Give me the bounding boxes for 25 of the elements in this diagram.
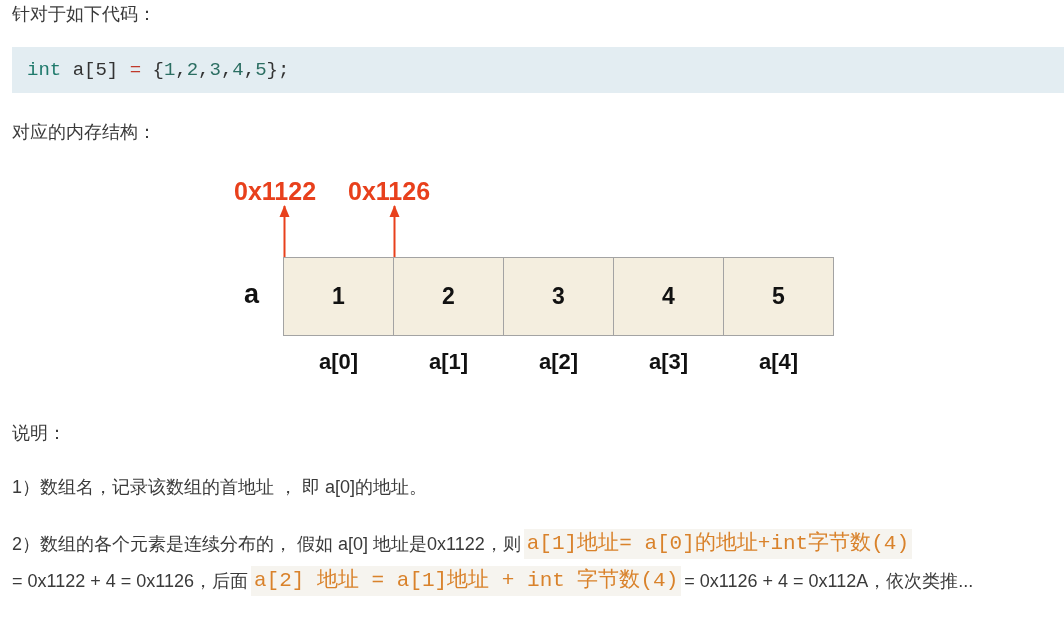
memory-cell: 4 xyxy=(613,257,724,336)
note-text: 1）数组名，记录该数组的首地址 ， 即 a[0]的地址。 xyxy=(12,476,428,499)
address-label: 0x1126 xyxy=(348,177,431,205)
intro-text: 针对于如下代码： xyxy=(12,3,156,26)
memory-cell: 3 xyxy=(503,257,614,336)
inline-code: a[1]地址= a[0]的地址+int字节数(4) xyxy=(523,528,912,559)
arrow xyxy=(279,205,290,258)
memory-cell: 2 xyxy=(393,257,504,336)
note-text: = 0x1122 + 4 = 0x1126，后面 xyxy=(12,569,248,593)
note-text: = 0x1126 + 4 = 0x112A，依次类推... xyxy=(684,569,974,593)
address-label: 0x1122 xyxy=(234,177,317,205)
index-label: a[0] xyxy=(317,349,360,375)
arrow xyxy=(389,205,400,258)
memory-cell: 5 xyxy=(723,257,834,336)
memory-cell: 1 xyxy=(283,257,394,336)
index-label: a[3] xyxy=(647,349,690,375)
index-label: a[1] xyxy=(427,349,470,375)
index-label: a[2] xyxy=(537,349,580,375)
note-heading: 说明： xyxy=(12,422,66,445)
array-name-label: a xyxy=(244,279,260,309)
section-heading: 对应的内存结构： xyxy=(12,121,156,144)
index-label: a[4] xyxy=(757,349,800,375)
code-block: int a[5] = {1,2,3,4,5}; xyxy=(12,47,1064,93)
inline-code: a[2] 地址 = a[1]地址 + int 字节数(4) xyxy=(251,565,682,596)
note-text: 2）数组的各个元素是连续分布的， 假如 a[0] 地址是0x1122，则 xyxy=(12,532,521,556)
